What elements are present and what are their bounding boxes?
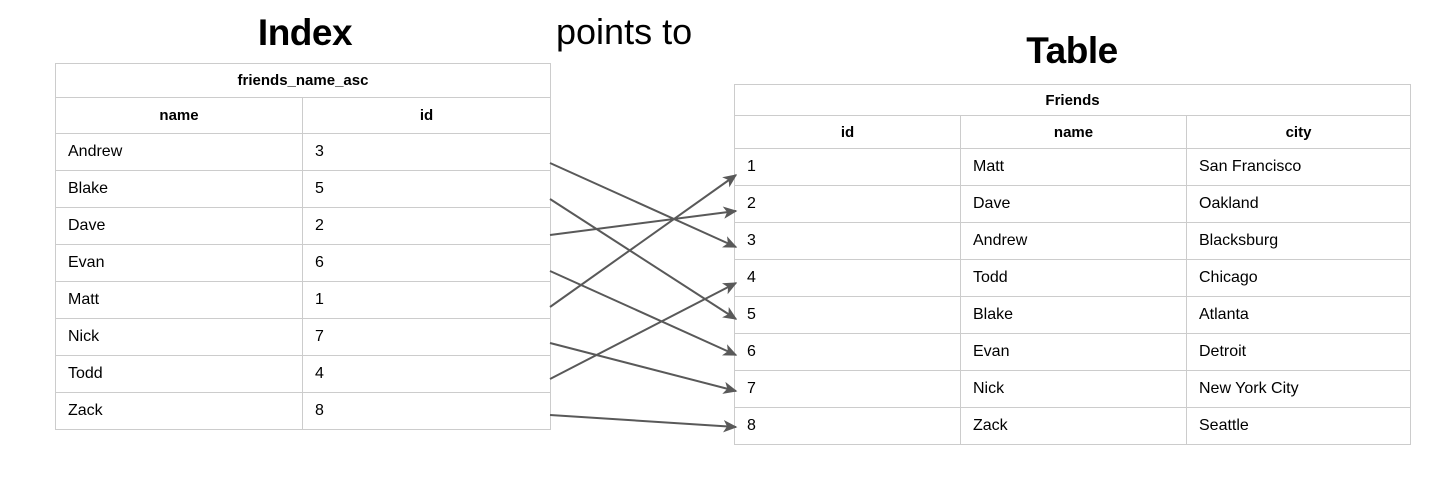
table-row: Zack 8 [55,392,551,430]
friends-cell-city: Blacksburg [1185,222,1412,260]
friends-cell-id: 1 [734,148,961,186]
friends-column-header-city: city [1185,115,1412,149]
friends-cell-city: Oakland [1185,185,1412,223]
table-row: Blake 5 [55,170,551,208]
table-row: 8 Zack Seattle [734,407,1412,445]
index-cell-name: Matt [55,281,303,319]
index-cell-name: Todd [55,355,303,393]
friends-cell-city: New York City [1185,370,1412,408]
friends-cell-name: Nick [960,370,1187,408]
friends-cell-name: Andrew [960,222,1187,260]
pointer-arrow [549,174,738,308]
index-title: Index [257,12,353,53]
friends-caption: Friends [733,84,1412,116]
friends-column-header-name: name [960,115,1187,149]
index-cell-name: Evan [55,244,303,282]
index-column-header-id: id [302,97,551,134]
table-row: Nick 7 [55,318,551,356]
friends-cell-name: Matt [960,148,1187,186]
friends-cell-id: 7 [734,370,961,408]
table-row: 3 Andrew Blacksburg [734,222,1412,260]
table-row: Evan 6 [55,244,551,282]
index-cell-id: 5 [302,170,551,208]
pointer-arrow [549,198,738,320]
index-cell-name: Zack [55,392,303,430]
index-cell-name: Blake [55,170,303,208]
index-column-header-name: name [55,97,303,134]
points-to-label: points to [556,11,693,52]
friends-cell-id: 4 [734,259,961,297]
index-cell-id: 1 [302,281,551,319]
index-cell-id: 4 [302,355,551,393]
friends-cell-name: Evan [960,333,1187,371]
pointer-arrow [549,342,738,394]
friends-cell-city: Seattle [1185,407,1412,445]
friends-cell-city: Atlanta [1185,296,1412,334]
index-cell-id: 6 [302,244,551,282]
friends-table-body: Friends id name city 1 Matt San Francisc… [733,84,1412,445]
index-cell-id: 3 [302,133,551,171]
friends-cell-city: Detroit [1185,333,1412,371]
friends-cell-name: Todd [960,259,1187,297]
friends-cell-id: 2 [734,185,961,223]
index-caption-row: friends_name_asc [55,63,551,98]
table-row: 1 Matt San Francisco [734,148,1412,186]
friends-header-row: id name city [734,115,1412,149]
index-table: friends_name_asc name id Andrew 3 Blake … [55,63,551,430]
index-caption: friends_name_asc [55,63,551,98]
table-row: 5 Blake Atlanta [734,296,1412,334]
pointer-arrow [549,206,738,236]
table-row: Todd 4 [55,355,551,393]
pointer-arrow [549,414,738,433]
friends-cell-city: San Francisco [1185,148,1412,186]
index-cell-name: Nick [55,318,303,356]
friends-cell-id: 3 [734,222,961,260]
friends-cell-name: Blake [960,296,1187,334]
friends-cell-id: 8 [734,407,961,445]
pointer-arrow [549,162,738,248]
friends-cell-id: 6 [734,333,961,371]
friends-caption-row: Friends [733,84,1412,116]
friends-cell-id: 5 [734,296,961,334]
index-cell-name: Andrew [55,133,303,171]
table-row: 2 Dave Oakland [734,185,1412,223]
index-cell-id: 7 [302,318,551,356]
index-cell-id: 2 [302,207,551,245]
pointer-arrow [549,270,738,356]
friends-cell-name: Dave [960,185,1187,223]
pointer-arrow [549,282,738,380]
table-row: 6 Evan Detroit [734,333,1412,371]
friends-column-header-id: id [734,115,961,149]
index-header-row: name id [55,97,551,134]
table-row: Andrew 3 [55,133,551,171]
table-row: Matt 1 [55,281,551,319]
table-row: 4 Todd Chicago [734,259,1412,297]
table-row: 7 Nick New York City [734,370,1412,408]
friends-cell-name: Zack [960,407,1187,445]
index-cell-id: 8 [302,392,551,430]
friends-cell-city: Chicago [1185,259,1412,297]
table-title: Table [1026,30,1118,71]
index-table-body: friends_name_asc name id Andrew 3 Blake … [55,63,551,430]
friends-table: Friends id name city 1 Matt San Francisc… [733,84,1412,445]
index-cell-name: Dave [55,207,303,245]
table-row: Dave 2 [55,207,551,245]
